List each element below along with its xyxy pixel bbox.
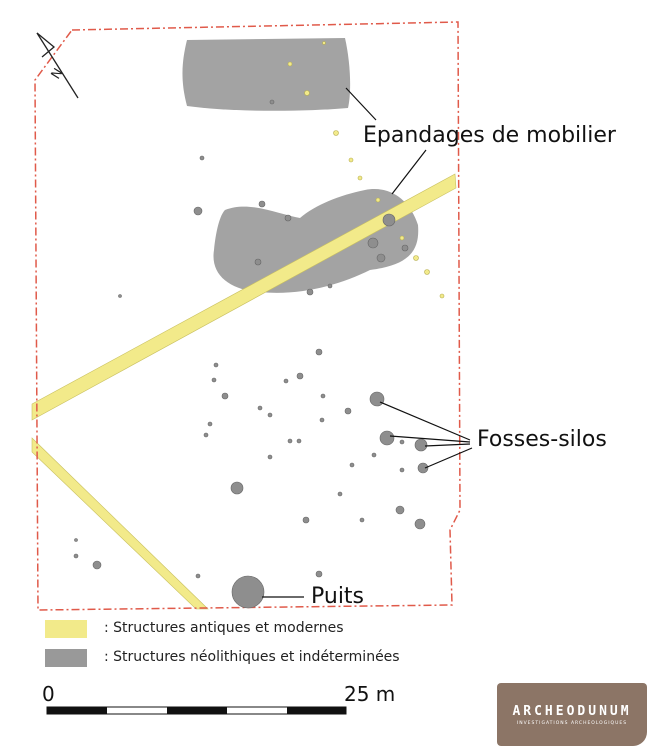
antique-features xyxy=(287,41,445,299)
legend-swatch-neolithic xyxy=(45,649,87,667)
logo-subtitle: INVESTIGATIONS ARCHEOLOGIQUES xyxy=(516,721,628,726)
spread-area-center xyxy=(213,189,419,293)
north-label: N xyxy=(49,66,67,82)
legend-swatch-antique xyxy=(45,620,87,638)
scale-start-label: 0 xyxy=(42,682,55,706)
label-leaders xyxy=(262,87,473,598)
antique-structure-band-1 xyxy=(31,173,457,421)
scale-bar xyxy=(46,706,347,715)
legend-label-antique: : Structures antiques et modernes xyxy=(104,620,344,636)
label-puits: Puits xyxy=(311,584,365,609)
label-fosses-silos: Fosses-silos xyxy=(477,427,607,452)
logo-name: ARCHEODUNUM xyxy=(512,704,632,719)
label-epandages: Epandages de mobilier xyxy=(363,123,616,148)
excavation-boundary xyxy=(34,21,461,611)
legend-label-neolithic: : Structures néolithiques et indéterminé… xyxy=(104,649,400,665)
scale-end-label: 25 m xyxy=(344,682,396,706)
north-arrow-icon xyxy=(36,32,79,99)
spread-area-north xyxy=(182,38,351,111)
neolithic-features xyxy=(73,99,429,609)
archeodunum-logo: ARCHEODUNUM INVESTIGATIONS ARCHEOLOGIQUE… xyxy=(497,683,647,746)
antique-structure-band-2 xyxy=(31,437,209,610)
